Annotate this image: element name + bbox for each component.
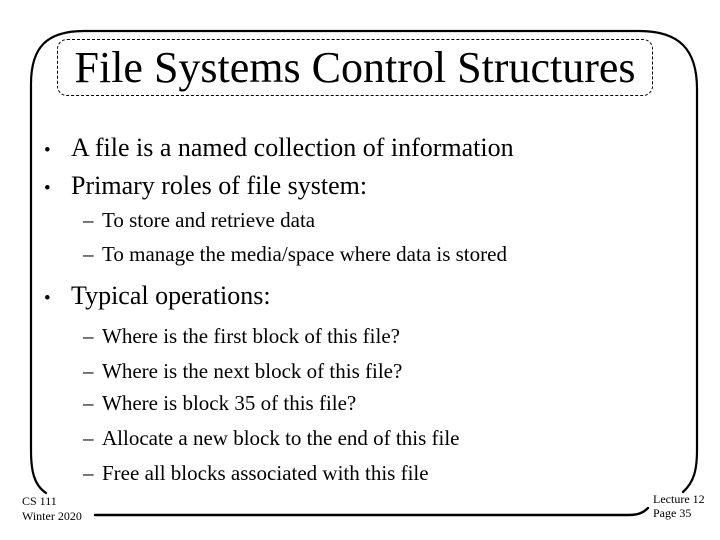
sub-bullet-item: –Where is the first block of this file? bbox=[83, 326, 400, 347]
sub-bullet-text: Where is the first block of this file? bbox=[102, 324, 400, 348]
sub-bullet-text: To store and retrieve data bbox=[102, 208, 316, 232]
bullet-marker: • bbox=[44, 140, 51, 161]
bullet-text: A file is a named collection of informat… bbox=[71, 133, 514, 162]
bullet-item: • Typical operations: bbox=[44, 283, 271, 309]
sub-bullet-text: Where is block 35 of this file? bbox=[102, 391, 357, 415]
sub-bullet-item: –Where is block 35 of this file? bbox=[83, 393, 356, 414]
footer-course: CS 111 bbox=[22, 494, 57, 508]
bullet-item: • Primary roles of file system: bbox=[44, 173, 367, 199]
sub-bullet-item: –To manage the media/space where data is… bbox=[83, 244, 507, 265]
sub-bullet-text: Where is the next block of this file? bbox=[102, 359, 403, 383]
sub-bullet-item: –To store and retrieve data bbox=[83, 210, 315, 231]
title-box: File Systems Control Structures bbox=[57, 39, 653, 96]
dash-marker: – bbox=[83, 426, 94, 450]
bullet-marker: • bbox=[44, 288, 51, 309]
sub-bullet-item: –Allocate a new block to the end of this… bbox=[83, 428, 459, 449]
sub-bullet-item: –Where is the next block of this file? bbox=[83, 361, 402, 382]
footer-term: Winter 2020 bbox=[22, 509, 82, 523]
dash-marker: – bbox=[83, 391, 94, 415]
sub-bullet-text: To manage the media/space where data is … bbox=[102, 242, 507, 266]
bullet-marker: • bbox=[44, 178, 51, 199]
rounded-frame-line bbox=[29, 29, 699, 495]
sub-bullet-text: Free all blocks associated with this fil… bbox=[102, 461, 429, 485]
sub-bullet-text: Allocate a new block to the end of this … bbox=[102, 426, 460, 450]
bullet-text: Primary roles of file system: bbox=[71, 171, 368, 200]
dash-marker: – bbox=[83, 242, 94, 266]
bullet-item: • A file is a named collection of informa… bbox=[44, 135, 514, 161]
footer-lecture: Lecture 12 bbox=[653, 492, 705, 506]
dash-marker: – bbox=[83, 359, 94, 383]
footer-page: Page 35 bbox=[653, 506, 692, 520]
slide-title: File Systems Control Structures bbox=[74, 43, 636, 92]
dash-marker: – bbox=[83, 324, 94, 348]
dash-marker: – bbox=[83, 208, 94, 232]
dash-marker: – bbox=[83, 461, 94, 485]
sub-bullet-item: –Free all blocks associated with this fi… bbox=[83, 463, 429, 484]
footer-divider-line bbox=[93, 506, 650, 517]
bullet-text: Typical operations: bbox=[71, 281, 271, 310]
